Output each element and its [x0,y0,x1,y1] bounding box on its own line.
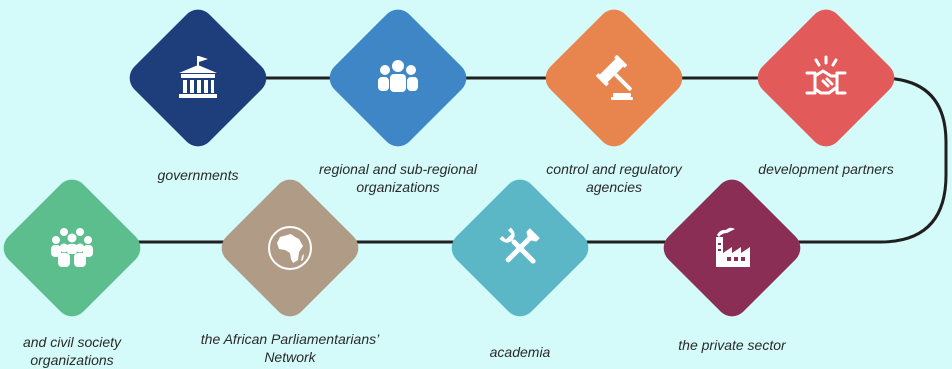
label-line: control and regulatory [546,161,682,177]
label-academia: academia [420,343,620,361]
label-governments: governments [98,166,298,184]
crowd-icon [47,223,97,273]
people-group-icon [373,53,423,103]
label-line: academia [489,344,551,360]
label-line: organizations [30,352,114,368]
africa-map-icon [265,223,315,273]
label-development-partners: development partners [726,160,926,178]
label-line: Network [264,349,316,365]
label-private-sector: the private sector [632,336,832,354]
gavel-icon [589,53,639,103]
label-line: regional and sub-regional [319,161,477,177]
label-parliamentarians-network: the African Parliamentarians’ Network [190,330,390,366]
label-line: development partners [758,161,894,177]
label-line: the private sector [678,337,786,353]
label-line: governments [157,167,239,183]
label-line: and civil society [22,334,122,350]
label-line: the African Parliamentarians’ [200,331,380,347]
factory-icon [707,223,757,273]
label-civil-society: and civil society organizations [0,333,172,369]
government-building-icon [173,53,223,103]
label-control-agencies: control and regulatory agencies [514,160,714,196]
label-line: agencies [585,179,643,195]
handshake-icon [801,53,851,103]
label-regional-organizations: regional and sub-regional organizations [298,160,498,196]
label-line: organizations [356,179,440,195]
tools-icon [495,223,545,273]
